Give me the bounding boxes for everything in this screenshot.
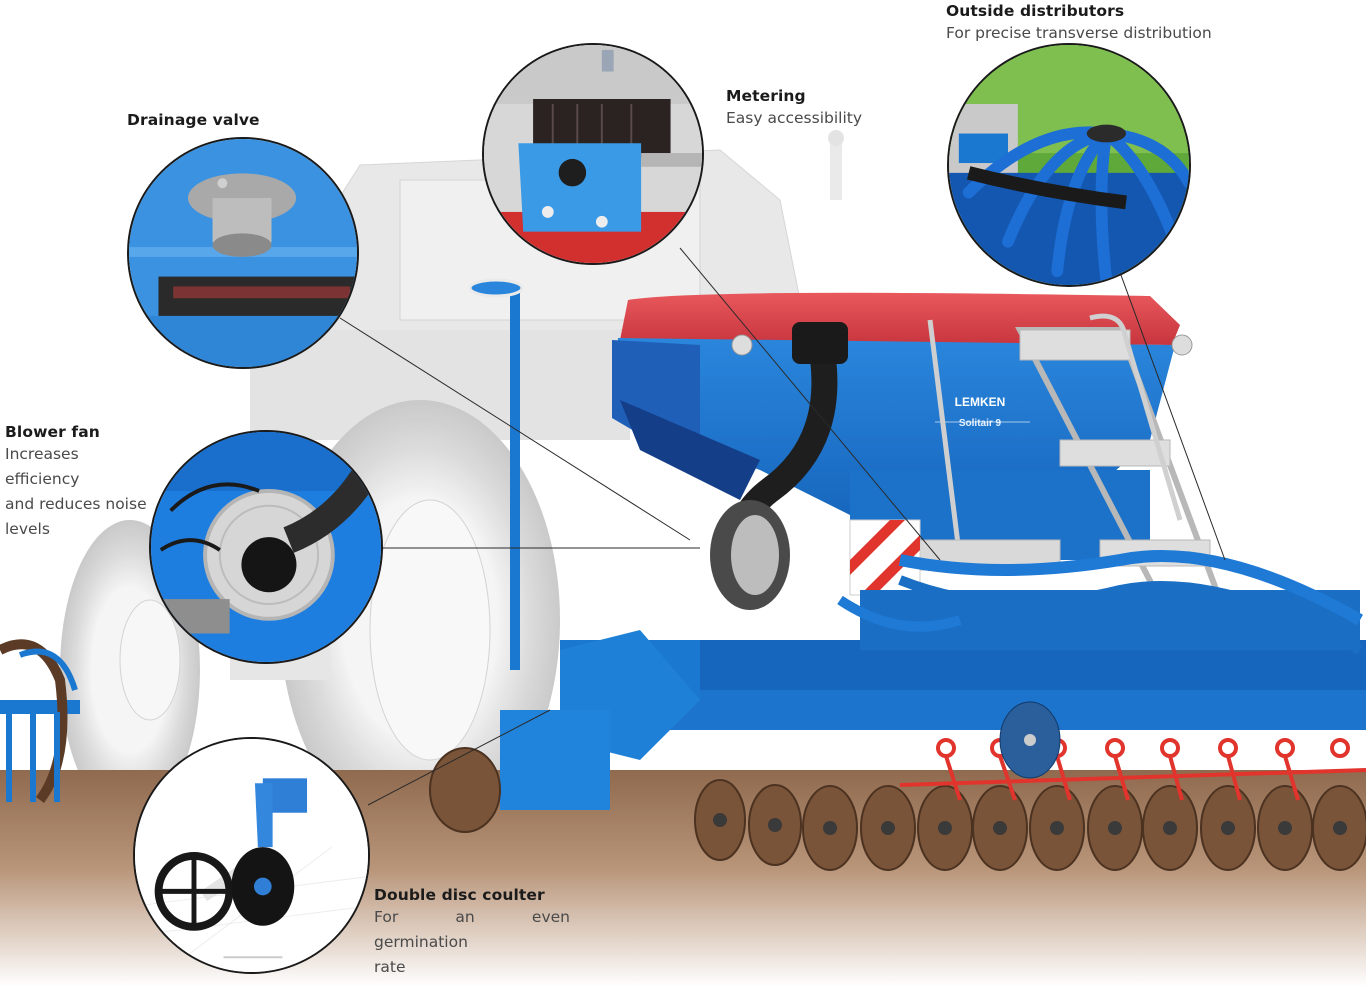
callout-blower-fan: Blower fan Increases efficiency and redu…: [5, 422, 155, 542]
leader-outside-distributors: [1109, 244, 1226, 561]
marker-pole: [468, 278, 524, 670]
leader-drainage-valve: [339, 317, 691, 541]
callout-title: Outside distributors: [946, 2, 1125, 20]
callout-title: Double disc coulter: [374, 886, 545, 904]
work-light-right: [1171, 334, 1193, 356]
callout-description: For precise transverse distribution: [946, 24, 1212, 42]
leader-double-disc-coulter: [367, 709, 551, 806]
callout-description: Easy accessibility: [726, 109, 863, 127]
callout-drainage-valve: Drainage valve: [127, 110, 327, 130]
callout-description-line: For an even germination: [374, 908, 570, 951]
machine-frame: [500, 550, 1366, 810]
callout-description-line: levels: [5, 520, 50, 538]
roller-packer-left: [0, 639, 80, 803]
callout-outside-distributors: Outside distributors For precise transve…: [946, 1, 1246, 46]
double-disc-coulter-detail-circle: [133, 737, 370, 974]
brand-logo-text: LEMKEN: [955, 395, 1006, 409]
callout-title: Metering: [726, 87, 806, 105]
blower-fan-detail-circle: [149, 430, 383, 664]
coulter-row: [429, 701, 1366, 871]
callout-title: Drainage valve: [127, 111, 260, 129]
drainage-valve-detail-circle: [127, 137, 359, 369]
work-light-left: [731, 334, 753, 356]
hose-inlet-cap: [792, 322, 848, 364]
callout-metering: Metering Easy accessibility: [726, 86, 886, 131]
leader-metering: [679, 247, 941, 561]
outside-distributors-detail-circle: [947, 43, 1191, 287]
callout-description-line: rate: [374, 958, 406, 976]
model-logo-text: Solitair 9: [959, 418, 1002, 429]
callout-description-line: Increases efficiency: [5, 445, 80, 488]
callout-title: Blower fan: [5, 423, 100, 441]
leader-lines: [339, 244, 1226, 806]
callout-double-disc-coulter: Double disc coulter For an even germinat…: [374, 885, 574, 980]
metering-detail-circle: [482, 43, 704, 265]
callout-description-line: and reduces noise: [5, 495, 147, 513]
